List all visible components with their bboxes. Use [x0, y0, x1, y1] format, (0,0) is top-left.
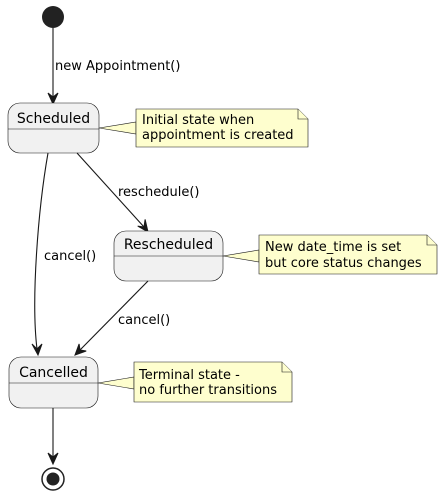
state-scheduled-label: Scheduled	[17, 111, 90, 127]
note-rescheduled: New date_time is set but core status cha…	[222, 234, 438, 275]
edge-cancelled-to-end	[47, 408, 59, 466]
final-state-ring	[41, 467, 65, 491]
edge-label-reschedule: reschedule()	[118, 185, 199, 200]
edge-rescheduled-to-cancelled	[74, 280, 149, 356]
final-state-dot	[46, 472, 60, 486]
note-rescheduled-line-2: but core status changes	[265, 256, 422, 271]
edge-label-cancel-1: cancel()	[44, 249, 96, 264]
edge-label-new-appointment: new Appointment()	[55, 59, 180, 74]
note-scheduled-line-2: appointment is created	[142, 128, 294, 143]
edge-scheduled-to-cancelled	[31, 152, 49, 357]
state-scheduled[interactable]: Scheduled	[7, 102, 100, 154]
edge-start-to-scheduled	[47, 28, 59, 106]
note-scheduled-line-1: Initial state when	[142, 113, 254, 128]
state-rescheduled[interactable]: Rescheduled	[113, 230, 224, 282]
note-rescheduled-line-1: New date_time is set	[265, 240, 401, 255]
state-cancelled[interactable]: Cancelled	[8, 356, 99, 409]
state-rescheduled-label: Rescheduled	[124, 237, 213, 253]
edge-scheduled-to-rescheduled	[76, 152, 149, 234]
note-cancelled-line-1: Terminal state -	[138, 368, 240, 383]
final-state	[41, 467, 65, 491]
edge-label-cancel-2: cancel()	[118, 313, 170, 328]
state-cancelled-label: Cancelled	[19, 365, 88, 381]
note-cancelled: Terminal state - no further transitions	[97, 361, 293, 403]
initial-state-dot	[42, 6, 64, 28]
note-scheduled: Initial state when appointment is create…	[98, 108, 309, 148]
note-cancelled-line-2: no further transitions	[139, 383, 277, 398]
